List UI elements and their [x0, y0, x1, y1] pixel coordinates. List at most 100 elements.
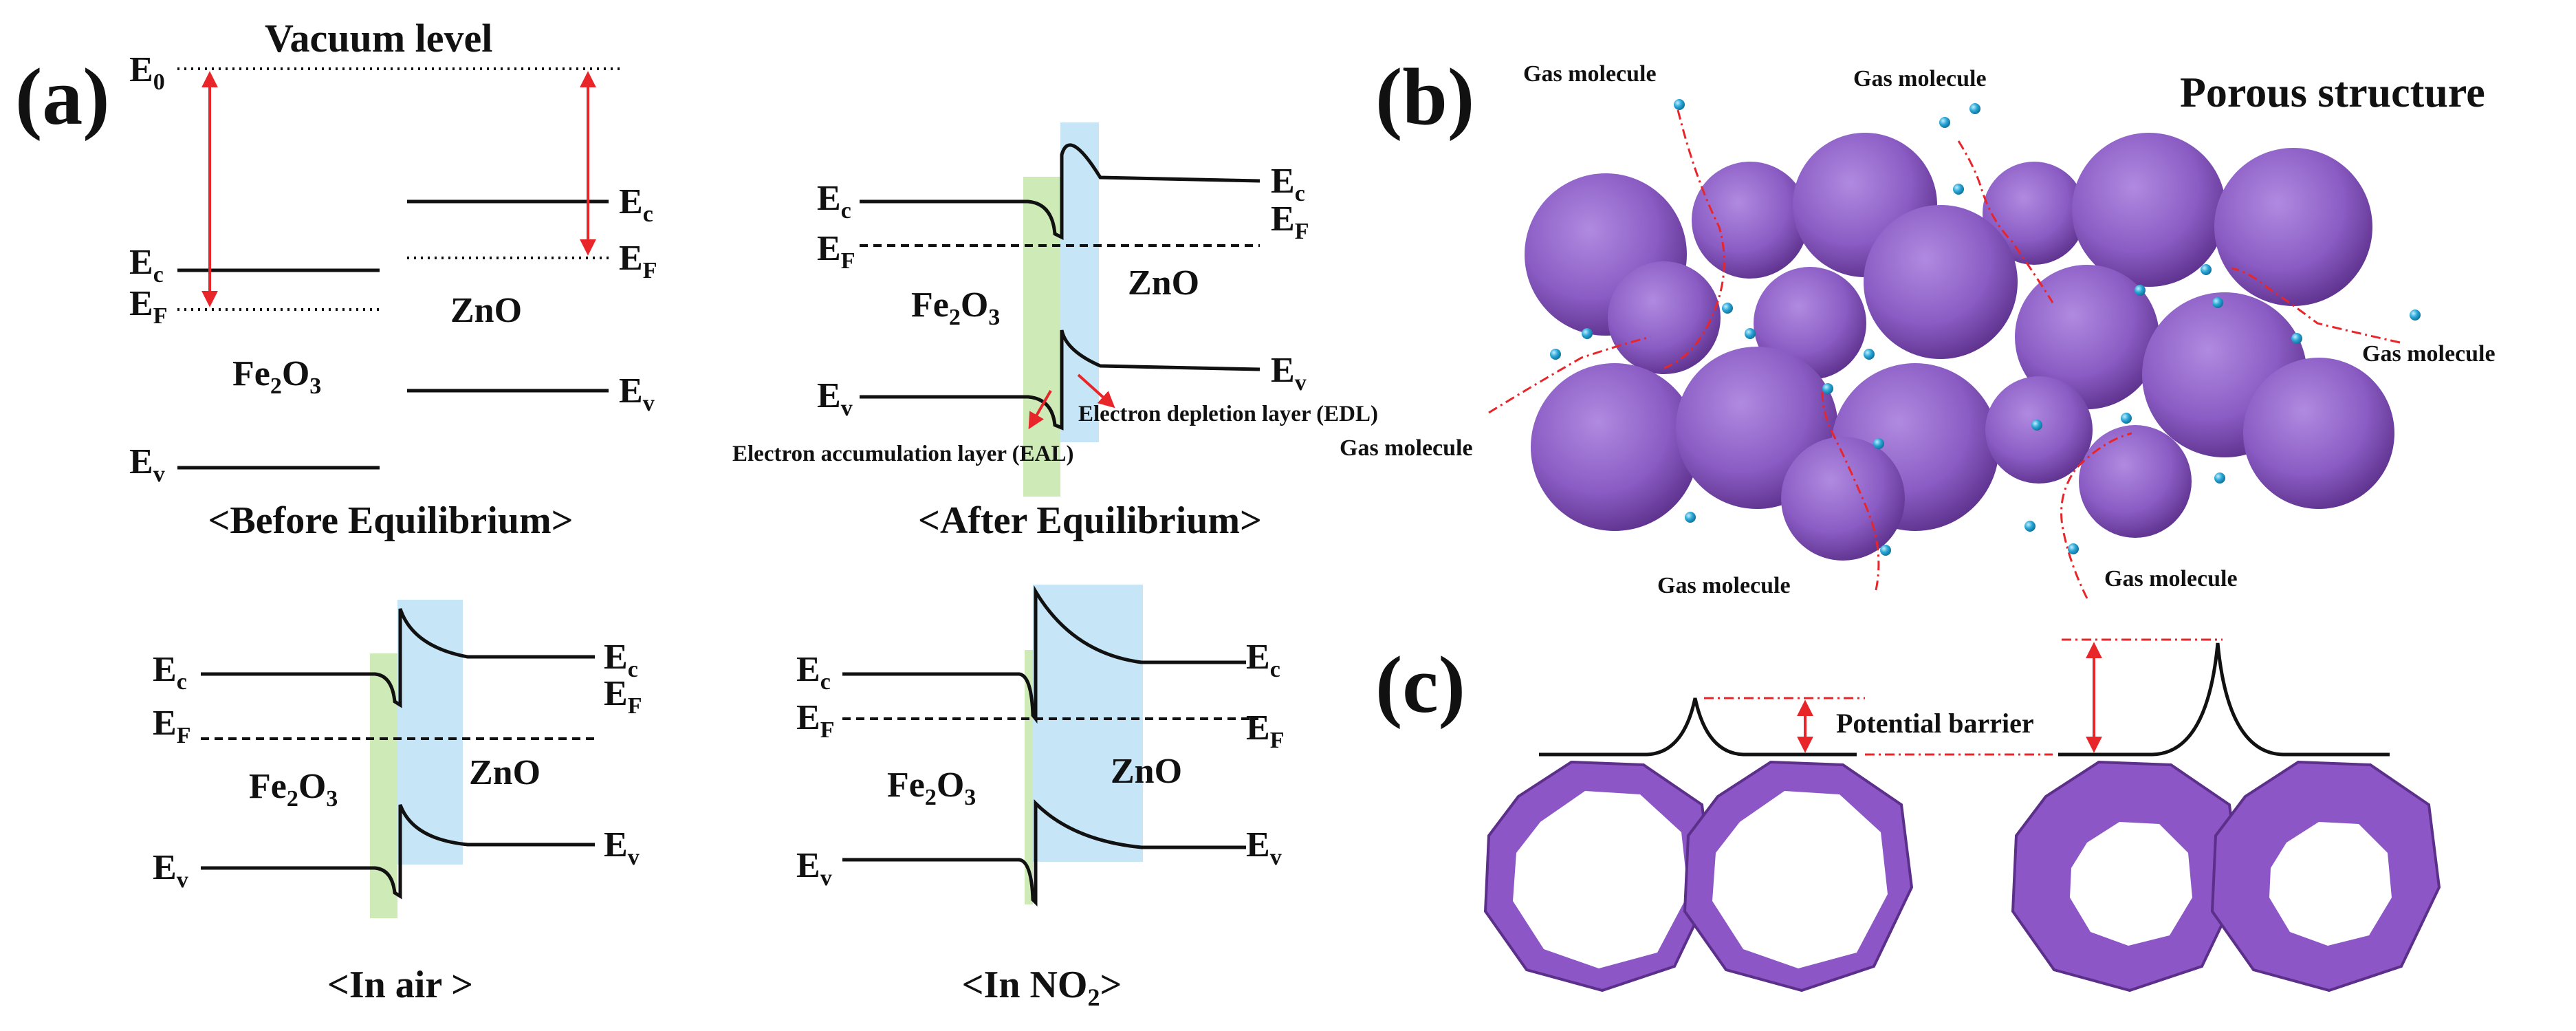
potential-barrier-label: Potential barrier — [1836, 708, 2034, 739]
gas-molecule-dot — [2068, 543, 2079, 554]
gas-molecule-label: Gas molecule — [2362, 341, 2496, 367]
gas-molecule-dot — [2291, 333, 2302, 344]
band-diagram-in-air: Ec EF Ev Ec EF Ev Fe2O3 ZnO <In air > — [153, 600, 642, 1006]
gas-molecule-dot — [1880, 545, 1891, 556]
edl-region — [1060, 122, 1099, 442]
grain-pore — [2269, 822, 2392, 946]
no2-eal-region — [1025, 650, 1033, 904]
edl-arrow — [1077, 373, 1115, 409]
gas-molecule-label: Gas molecule — [1657, 573, 1791, 598]
gas-molecule-dot — [2135, 285, 2146, 296]
gas-molecule-dot — [1822, 383, 1833, 394]
eal-label: Electron accumulation layer (EAL) — [732, 442, 1073, 466]
hollow-grains-thin — [1483, 760, 1914, 992]
air-edl-region — [397, 600, 463, 865]
grain — [1692, 162, 1809, 279]
grain — [1864, 205, 2018, 359]
air-ef-right: EF — [604, 674, 642, 719]
no2-ec-left: Ec — [796, 650, 831, 695]
after-ec-left: Ec — [817, 179, 851, 224]
before-ev-left: Ev — [129, 442, 165, 487]
gas-molecule-dot — [2214, 473, 2225, 484]
air-ec-left: Ec — [153, 650, 187, 695]
barrier-low — [1539, 697, 1857, 757]
no2-edl-region — [1033, 585, 1143, 862]
after-conduction-band — [860, 143, 1260, 241]
before-ev-right: Ev — [619, 371, 655, 416]
gas-molecule-dot — [2024, 521, 2035, 532]
gas-path — [1488, 336, 1651, 414]
no2-fe2o3-label: Fe2O3 — [887, 766, 976, 810]
before-ef-right: EF — [619, 239, 657, 283]
before-ec-right: Ec — [619, 182, 653, 227]
no2-zno-label: ZnO — [1111, 752, 1182, 791]
no2-valence-band — [842, 799, 1246, 907]
potential-barrier-diagram: Potential barrier — [1483, 638, 2441, 992]
eal-arrow — [1028, 390, 1052, 430]
air-ev-right: Ev — [604, 825, 640, 870]
edl-label: Electron depletion layer (EDL) — [1078, 402, 1378, 426]
grain — [2079, 425, 2192, 538]
air-ev-left: Ev — [153, 848, 188, 893]
no2-caption: <In NO2> — [962, 964, 1122, 1011]
after-ec-right: Ec — [1271, 162, 1305, 206]
no2-ef-right: EF — [1246, 708, 1284, 753]
grain-pore — [1712, 791, 1888, 968]
gas-molecule-dot — [1969, 103, 1980, 114]
barrier-high — [2058, 642, 2390, 757]
after-ef-left: EF — [817, 229, 855, 274]
gas-molecules — [1550, 99, 2421, 556]
before-ec-left: Ec — [129, 243, 164, 287]
air-fe2o3-label: Fe2O3 — [249, 767, 338, 812]
before-caption: <Before Equilibrium> — [208, 499, 573, 542]
after-ev-right: Ev — [1271, 351, 1307, 395]
porous-structure-title: Porous structure — [2180, 69, 2485, 116]
gas-molecule-dot — [1745, 328, 1756, 339]
gas-molecule-dot — [2212, 297, 2223, 308]
hollow-grains-thick — [2011, 760, 2441, 992]
gas-path — [2060, 432, 2132, 599]
gas-molecule-dot — [1674, 99, 1685, 110]
gas-path — [2231, 267, 2401, 344]
before-zno-label: ZnO — [450, 291, 522, 330]
gas-molecule-dot — [1550, 349, 1561, 360]
gas-diffusion-paths — [1488, 109, 2401, 599]
before-ef-left: EF — [129, 284, 167, 329]
after-zno-label: ZnO — [1128, 263, 1199, 303]
gas-molecule-dot — [1722, 303, 1733, 314]
gas-molecule-label: Gas molecule — [1340, 435, 1473, 461]
no2-ef-left: EF — [796, 698, 834, 743]
vacuum-level-label: Vacuum level — [265, 16, 492, 61]
gas-path — [1821, 391, 1880, 591]
gas-molecule-dot — [1873, 438, 1884, 449]
before-fe2o3-label: Fe2O3 — [232, 354, 321, 399]
porous-structure: Porous structure — [1340, 61, 2496, 599]
no2-ev-right: Ev — [1246, 825, 1282, 870]
after-caption: <After Equilibrium> — [918, 499, 1262, 542]
grain-pore — [2070, 822, 2192, 946]
air-caption: <In air > — [327, 964, 473, 1006]
band-diagram-in-no2: Ec EF Ev Ec EF Ev Fe2O3 ZnO <In NO2> — [796, 585, 1284, 1011]
panel-label-b: (b) — [1375, 52, 1474, 142]
gas-path — [1957, 140, 2054, 303]
air-conduction-band — [201, 608, 595, 708]
air-zno-label: ZnO — [469, 753, 541, 792]
grain-cluster — [1525, 133, 2394, 561]
no2-conduction-band — [842, 585, 1246, 724]
panel-label-c: (c) — [1375, 640, 1465, 730]
gas-molecule-dot — [1685, 512, 1696, 523]
e0-label: E0 — [129, 50, 165, 95]
gas-molecule-dot — [2121, 413, 2132, 424]
grain — [1608, 261, 1721, 374]
grain — [2243, 358, 2394, 509]
grain — [1983, 162, 2086, 265]
after-fe2o3-label: Fe2O3 — [911, 285, 1000, 330]
air-valence-band — [201, 804, 595, 900]
gas-molecule-dot — [2031, 420, 2042, 431]
grain — [2072, 133, 2226, 287]
air-ef-left: EF — [153, 704, 190, 748]
no2-ec-right: Ec — [1246, 638, 1280, 682]
gas-molecule-dot — [1582, 328, 1593, 339]
after-ef-right: EF — [1271, 199, 1309, 244]
